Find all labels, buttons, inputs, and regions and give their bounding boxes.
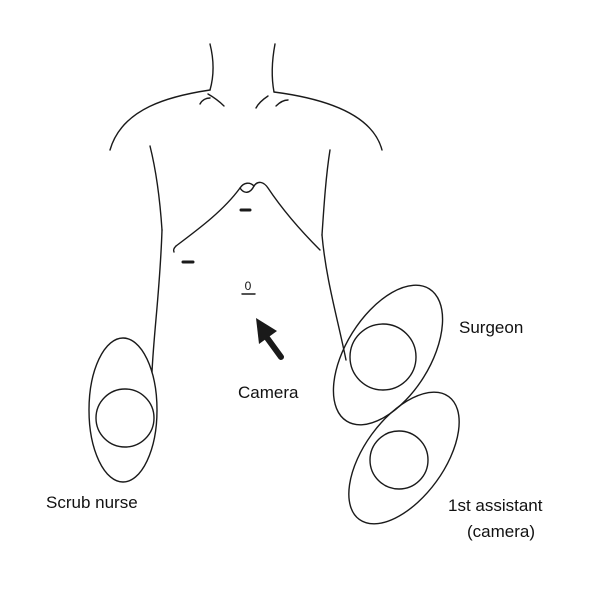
first-assistant-figure	[348, 391, 460, 525]
port-markers: 0	[181, 208, 256, 295]
camera-arrow-shaft	[262, 332, 284, 360]
right-torso-side	[321, 234, 347, 361]
scrub-nurse-label: Scrub nurse	[46, 493, 138, 512]
xiphoid	[239, 185, 255, 193]
first-assistant-head	[369, 430, 429, 490]
first-assistant-label-line2: (camera)	[467, 522, 535, 541]
left-costal-tick	[172, 245, 177, 253]
neck-left	[209, 43, 214, 91]
surgeon-body-outline	[332, 284, 444, 426]
scrub-nurse-head	[95, 388, 155, 448]
left-clavicle	[207, 93, 225, 107]
camera-arrow	[256, 318, 284, 360]
scrub-nurse-body-outline	[88, 337, 158, 483]
port-marker-zero: 0	[245, 279, 252, 293]
first-assistant-label-line1: 1st assistant	[448, 496, 543, 515]
right-armpit	[321, 149, 331, 236]
left-chest-line	[199, 97, 211, 105]
neck-right	[271, 43, 276, 93]
scrub-nurse-figure	[88, 337, 158, 483]
left-torso-side	[151, 229, 163, 373]
camera-label: Camera	[238, 383, 299, 402]
surgeon-label: Surgeon	[459, 318, 523, 337]
left-shoulder	[109, 89, 211, 151]
left-armpit	[149, 145, 163, 231]
right-shoulder	[273, 91, 383, 151]
surgeon-head	[349, 323, 417, 391]
costal-margin-left	[175, 182, 255, 247]
first-assistant-body-outline	[348, 391, 460, 525]
right-chest-line	[275, 99, 289, 107]
surgeon-figure	[332, 284, 444, 426]
costal-margin-right	[253, 181, 321, 251]
camera-arrow-head	[256, 318, 277, 344]
right-clavicle	[255, 95, 269, 109]
patient-torso	[109, 43, 383, 373]
